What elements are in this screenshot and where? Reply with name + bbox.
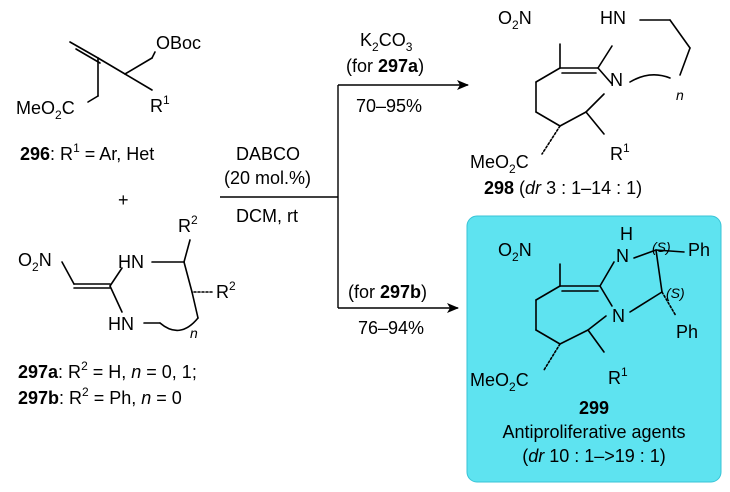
caption-296: 296: R1 = Ar, Het xyxy=(20,141,154,164)
lower-yield: 76–94% xyxy=(358,318,424,338)
caption-297b: 297b: R2 = Ph, n = 0 xyxy=(18,385,182,408)
caption-297a: 297a: R2 = H, n = 0, 1; xyxy=(18,359,197,382)
oboc-group: OBoc xyxy=(156,33,201,53)
upper-arrow-conditions: K2CO3 (for 297a) 70–95% xyxy=(346,30,424,116)
r1-group-299: R1 xyxy=(608,365,628,388)
reactant-296: OBoc MeO2C R1 296: R1 = Ar, Het xyxy=(16,33,201,164)
branching-arrows xyxy=(220,80,469,313)
catalyst-label: DABCO xyxy=(236,144,300,164)
main-conditions: DABCO (20 mol.%) DCM, rt xyxy=(224,144,311,226)
highlight-box xyxy=(466,215,722,483)
nh-bottom-297: HN xyxy=(108,314,134,334)
phenyl-1: Ph xyxy=(688,240,710,260)
activity-label: Antiproliferative agents xyxy=(502,422,685,442)
product-299-panel: O2N H N N (S) (S) Ph Ph MeO2C R1 299 Ant… xyxy=(466,215,722,483)
ester-group-296: MeO2C xyxy=(16,98,75,122)
nh-top-297: HN xyxy=(118,252,144,272)
base-reagent: K2CO3 xyxy=(360,30,413,54)
stereo-label-1: (S) xyxy=(652,239,671,255)
ring-n-299: N xyxy=(612,306,625,326)
ring-n-298: N xyxy=(610,70,623,90)
stereo-label-2: (S) xyxy=(666,285,685,301)
nh-298: HN xyxy=(600,8,626,28)
compound-number-299: 299 xyxy=(579,398,609,418)
ring-size-n-297: n xyxy=(190,325,198,341)
phenyl-2: Ph xyxy=(676,322,698,342)
lower-arrow-conditions: (for 297b) 76–94% xyxy=(348,282,427,338)
reactant-297: O2N HN HN R2 R2 n 297a: R2 = H, n = 0, 1… xyxy=(18,213,236,408)
product-299-bonds xyxy=(535,249,685,371)
product-298-bonds xyxy=(535,19,691,155)
ester-group-299: MeO2C xyxy=(470,370,529,394)
lower-scope-note: (for 297b) xyxy=(348,282,427,302)
product-298: O2N HN N n MeO2C R1 298 (dr 3 : 1–14 : 1… xyxy=(470,8,691,198)
caption-298: 298 (dr 3 : 1–14 : 1) xyxy=(484,178,642,198)
nh-n-299: N xyxy=(616,246,629,266)
solvent-label: DCM, rt xyxy=(236,206,298,226)
reactant-296-bonds xyxy=(69,41,156,103)
upper-yield: 70–95% xyxy=(356,96,422,116)
nitro-group-298: O2N xyxy=(498,8,532,32)
r2-right-297: R2 xyxy=(216,279,236,302)
catalyst-loading: (20 mol.%) xyxy=(224,168,311,188)
dr-label-299: (dr 10 : 1–>19 : 1) xyxy=(522,446,666,466)
plus-sign: + xyxy=(118,190,129,210)
r1-group-298: R1 xyxy=(610,141,630,164)
nitro-group-297: O2N xyxy=(18,250,52,274)
r1-group-296: R1 xyxy=(150,93,170,116)
ring-size-n-298: n xyxy=(676,87,684,103)
reactant-297-bonds xyxy=(61,239,213,332)
upper-scope-note: (for 297a) xyxy=(346,56,424,76)
nh-h-299: H xyxy=(620,224,633,244)
ester-group-298: MeO2C xyxy=(470,152,529,176)
nitro-group-299: O2N xyxy=(498,240,532,264)
r2-top-297: R2 xyxy=(178,213,198,236)
